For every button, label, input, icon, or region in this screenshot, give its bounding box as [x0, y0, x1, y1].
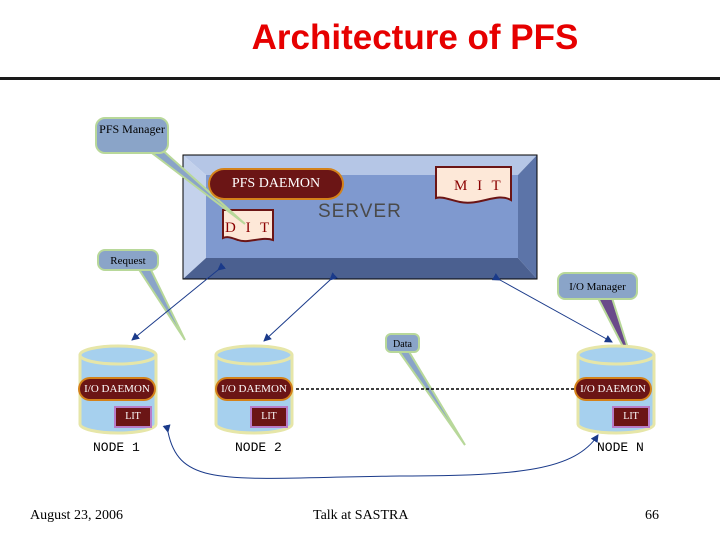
- server-label: SERVER: [318, 201, 402, 222]
- mit-label: M I T: [454, 178, 504, 194]
- noden-io-daemon: I/O DAEMON: [576, 379, 650, 399]
- node1-noden-curve: [162, 424, 599, 479]
- server-node2-arrow: [263, 272, 338, 342]
- noden-label: NODE N: [597, 440, 644, 455]
- dit-label: D I T: [225, 220, 273, 236]
- server-node1-arrow: [131, 262, 226, 341]
- mit-document: [435, 166, 512, 204]
- node2-io-daemon: I/O DAEMON: [217, 379, 291, 399]
- pfs-daemon: PFS DAEMON: [210, 170, 342, 198]
- pfs-manager-callout: PFS Manager: [95, 117, 169, 154]
- title-divider: [0, 77, 720, 80]
- data-callout: Data: [385, 333, 420, 353]
- node2-label: NODE 2: [235, 440, 282, 455]
- noden-lit: LIT: [614, 408, 648, 426]
- footer-page-number: 66: [645, 508, 659, 523]
- footer-talk: Talk at SASTRA: [313, 508, 409, 523]
- server-noden-arrow: [491, 273, 613, 343]
- io-manager-callout: I/O Manager: [557, 272, 638, 300]
- data-pointer: [396, 349, 466, 446]
- node1-io-daemon: I/O DAEMON: [80, 379, 154, 399]
- footer-date: August 23, 2006: [30, 508, 123, 523]
- slide-title: Architecture of PFS: [251, 18, 579, 57]
- node1-label: NODE 1: [93, 440, 140, 455]
- request-callout: Request: [97, 249, 159, 271]
- node2-lit: LIT: [252, 408, 286, 426]
- node1-lit: LIT: [116, 408, 150, 426]
